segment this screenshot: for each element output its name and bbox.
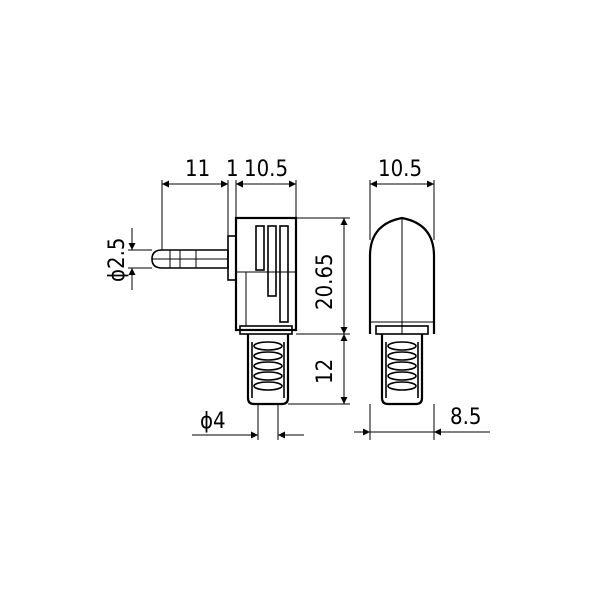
label-1: 1 <box>226 157 239 182</box>
side-dimensions <box>354 180 490 440</box>
connector-body <box>234 216 298 335</box>
label-pin-diameter: ϕ2.5 <box>105 237 130 282</box>
label-20-65: 20.65 <box>313 253 338 310</box>
front-dimensions <box>128 180 350 439</box>
label-cable-diameter: ϕ4 <box>200 409 226 434</box>
label-11: 11 <box>185 157 210 182</box>
label-8-5: 8.5 <box>450 405 481 430</box>
plug-collar <box>227 235 237 281</box>
strain-relief-boot <box>246 334 290 406</box>
label-side-10-5: 10.5 <box>378 157 422 182</box>
front-view <box>151 216 298 440</box>
label-12: 12 <box>313 359 338 384</box>
label-10-5: 10.5 <box>244 157 288 182</box>
side-view <box>368 216 436 406</box>
plug-pin <box>151 249 229 269</box>
side-boot <box>380 334 424 406</box>
